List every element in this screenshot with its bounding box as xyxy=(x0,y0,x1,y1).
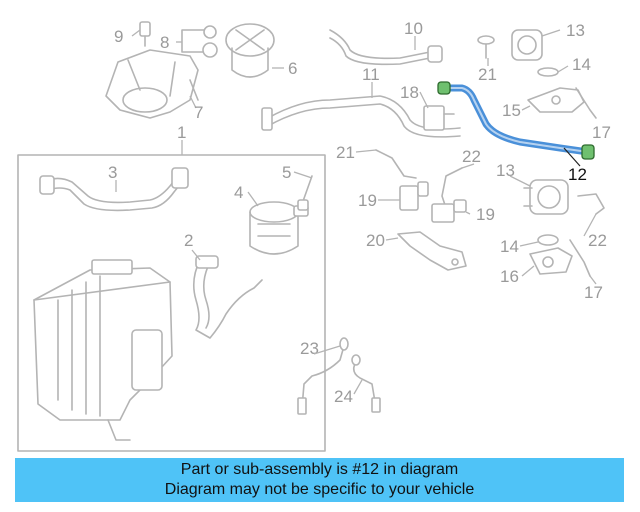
callout-6: 6 xyxy=(288,59,297,78)
part-23-sensor xyxy=(297,337,349,415)
part-15-bracket-top xyxy=(527,87,585,113)
callout-21-top: 21 xyxy=(478,65,497,84)
callout-20: 20 xyxy=(366,231,385,250)
callout-8: 8 xyxy=(160,33,169,52)
callout-1: 1 xyxy=(177,123,186,142)
callout-leaders xyxy=(115,29,597,395)
part-10-hose xyxy=(329,29,443,66)
parts-diagram: 9 8 6 7 10 11 13 21 14 18 15 17 1 21 22 … xyxy=(17,19,611,452)
part-2-hose xyxy=(192,255,263,339)
part-18-connector xyxy=(423,105,455,131)
callout-16: 16 xyxy=(500,267,519,286)
info-banner: Part or sub-assembly is #12 in diagram D… xyxy=(15,458,624,502)
callout-23: 23 xyxy=(300,339,319,358)
part-21-clip-top xyxy=(477,35,495,59)
callout-17-lower: 17 xyxy=(584,283,603,302)
part-8-grommets xyxy=(181,25,218,58)
callout-15: 15 xyxy=(502,101,521,120)
part-22-clip-lower xyxy=(577,193,605,215)
part-6-air-pump xyxy=(225,23,284,78)
callout-14-lower: 14 xyxy=(500,237,519,256)
part-19-connector-left xyxy=(399,181,429,211)
part-22-clip-mid xyxy=(441,167,463,209)
banner-line-1: Part or sub-assembly is #12 in diagram xyxy=(180,461,459,478)
part-1-assembly-frame xyxy=(17,140,326,452)
part-21-clip-mid xyxy=(375,149,417,179)
callout-18: 18 xyxy=(400,83,419,102)
part-5-connector xyxy=(297,175,313,211)
part-14-gasket-top xyxy=(537,67,559,77)
callout-2: 2 xyxy=(184,231,193,250)
part-19-connector-right xyxy=(431,199,467,223)
part-17-bolt-lower xyxy=(569,239,591,277)
callout-9: 9 xyxy=(114,27,123,46)
part-13-valve-lower xyxy=(523,179,569,215)
part-20-bracket xyxy=(397,231,467,271)
callout-21-mid: 21 xyxy=(336,143,355,162)
callout-22-mid: 22 xyxy=(462,147,481,166)
banner-line-2: Diagram may not be specific to your vehi… xyxy=(164,481,475,498)
part-14-gasket-lower xyxy=(537,234,559,246)
canister xyxy=(33,259,173,441)
callout-19-right: 19 xyxy=(476,205,495,224)
callout-22-lower: 22 xyxy=(588,231,607,250)
callout-13-top: 13 xyxy=(566,21,585,40)
callout-5: 5 xyxy=(282,163,291,182)
part-7-bracket xyxy=(105,49,199,119)
callout-7: 7 xyxy=(194,103,203,122)
callout-10: 10 xyxy=(404,19,423,38)
callout-12-highlighted: 12 xyxy=(568,165,587,184)
part-12-hose-highlighted xyxy=(437,81,595,167)
part-16-bracket-lower xyxy=(529,247,573,275)
callout-14-top: 14 xyxy=(572,55,591,74)
part-9-clip xyxy=(139,21,151,47)
part-4-purge-valve xyxy=(249,201,309,255)
part-17-bolt-top xyxy=(575,87,597,119)
callout-13-lower: 13 xyxy=(496,161,515,180)
part-13-valve-top xyxy=(511,29,543,61)
part-3-hose xyxy=(39,167,189,212)
callout-3: 3 xyxy=(108,163,117,182)
part-24-sensor xyxy=(351,354,381,413)
callout-19-left: 19 xyxy=(358,191,377,210)
callout-4: 4 xyxy=(234,183,243,202)
callout-17-top: 17 xyxy=(592,123,611,142)
callout-24: 24 xyxy=(334,387,353,406)
callout-11: 11 xyxy=(362,65,380,84)
